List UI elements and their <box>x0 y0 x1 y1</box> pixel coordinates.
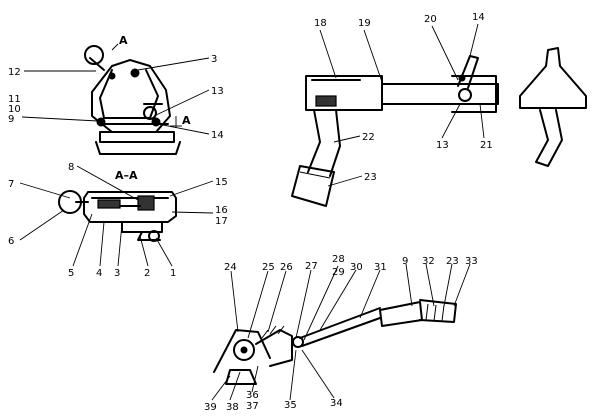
section-title-a-a: A–A <box>115 169 138 182</box>
label-38: 38 <box>226 402 239 413</box>
label-19: 19 <box>358 18 371 29</box>
label-5: 5 <box>68 268 74 279</box>
label-29: 29 <box>332 267 345 278</box>
label-14b: 14 <box>472 12 485 23</box>
label-3b: 3 <box>114 268 120 279</box>
label-10: 10 <box>8 104 21 115</box>
label-14: 14 <box>211 130 224 141</box>
label-18: 18 <box>314 18 327 29</box>
label-11: 11 <box>8 94 21 105</box>
label-13: 13 <box>211 86 224 97</box>
label-8: 8 <box>68 162 74 173</box>
label-7: 7 <box>8 179 14 190</box>
label-17: 17 <box>215 216 228 227</box>
rod-assembly-top <box>291 55 499 207</box>
section-marker-a-right: A <box>182 114 191 127</box>
label-28: 28 <box>332 254 345 265</box>
leader-lines <box>19 23 485 401</box>
label-6: 6 <box>8 236 14 247</box>
label-27: 27 <box>305 261 318 272</box>
label-23b: 23 <box>446 256 459 267</box>
label-3: 3 <box>211 54 217 65</box>
label-35: 35 <box>284 400 297 411</box>
label-33: 33 <box>465 256 478 267</box>
label-24: 24 <box>224 262 237 273</box>
label-13b: 13 <box>436 140 449 151</box>
label-9b: 9 <box>402 256 408 267</box>
section-a-a-view <box>58 190 177 242</box>
label-15: 15 <box>215 177 228 188</box>
label-34: 34 <box>330 398 343 409</box>
label-39: 39 <box>204 402 217 413</box>
label-9: 9 <box>8 114 14 125</box>
label-31: 31 <box>374 262 387 273</box>
label-21: 21 <box>480 140 493 151</box>
housing-front-view <box>84 43 182 155</box>
cone-detail <box>519 47 587 167</box>
label-25: 25 <box>262 262 275 273</box>
linkage-assembly <box>213 299 457 385</box>
label-26: 26 <box>280 262 293 273</box>
label-4: 4 <box>96 268 102 279</box>
label-16: 16 <box>215 205 228 216</box>
label-2: 2 <box>144 268 150 279</box>
label-37: 37 <box>246 401 259 412</box>
part-labels: 12 A 3 13 A 14 11 10 9 A–A 8 7 15 16 17 … <box>8 12 493 413</box>
label-20: 20 <box>424 14 437 25</box>
label-23: 23 <box>364 172 377 183</box>
section-marker-a-top: A <box>119 34 128 47</box>
label-12: 12 <box>8 67 21 78</box>
label-32: 32 <box>422 256 435 267</box>
label-30: 30 <box>350 262 363 273</box>
label-22: 22 <box>362 132 375 143</box>
label-36: 36 <box>246 390 259 401</box>
label-1: 1 <box>170 268 176 279</box>
